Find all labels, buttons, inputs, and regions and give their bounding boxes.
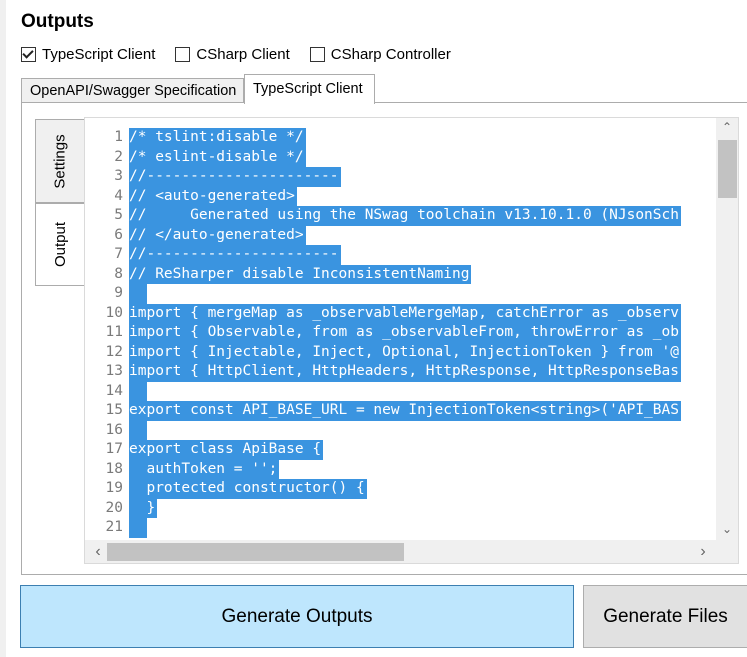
code-line[interactable]: [129, 284, 716, 304]
vertical-scrollbar[interactable]: ⌃ ⌄: [716, 118, 738, 540]
line-number: 17: [105, 441, 123, 457]
selected-code-text: import { Injectable, Inject, Optional, I…: [129, 342, 681, 362]
side-tab-settings[interactable]: Settings: [35, 119, 85, 203]
selected-code-text: import { HttpClient, HttpHeaders, HttpRe…: [129, 362, 681, 382]
line-number: 3: [114, 168, 123, 184]
side-tab-label: Settings: [52, 133, 70, 189]
line-number: 1: [114, 129, 123, 145]
code-line[interactable]: export const API_BASE_URL = new Injectio…: [129, 401, 716, 421]
outputs-heading: Outputs: [21, 11, 94, 32]
typescript-client-checkbox[interactable]: TypeScript Client: [21, 46, 155, 63]
selected-code-text: [129, 381, 147, 401]
code-line[interactable]: // <auto-generated>: [129, 186, 716, 206]
code-line[interactable]: //----------------------: [129, 245, 716, 265]
selected-code-text: // <auto-generated>: [129, 186, 297, 206]
side-tab-label: Output: [52, 221, 69, 268]
selected-code-text: // ReSharper disable InconsistentNaming: [129, 264, 472, 284]
scroll-right-icon[interactable]: ›: [700, 543, 706, 560]
selected-code-text: [129, 420, 147, 440]
generate-outputs-button[interactable]: Generate Outputs: [20, 585, 574, 648]
tab-openapi-specification[interactable]: OpenAPI/Swagger Specification: [21, 78, 244, 103]
code-line[interactable]: }: [129, 498, 716, 518]
line-number: 4: [114, 187, 123, 204]
selected-code-text: //----------------------: [129, 245, 341, 265]
selected-code-text: [129, 284, 147, 304]
code-line[interactable]: [129, 518, 716, 538]
checkbox-unchecked-icon[interactable]: [175, 46, 191, 62]
line-number: 8: [114, 265, 123, 282]
line-number: 6: [114, 226, 123, 243]
code-line[interactable]: //----------------------: [129, 167, 716, 187]
line-number: 15: [105, 402, 123, 418]
horizontal-scrollbar[interactable]: ‹ ›: [85, 540, 716, 563]
selected-code-text: protected constructor() {: [129, 479, 367, 499]
output-options: TypeScript Client CSharp Client CSharp C…: [21, 44, 471, 64]
line-number: 5: [114, 207, 123, 223]
code-line[interactable]: // ReSharper disable InconsistentNaming: [129, 264, 716, 284]
code-line[interactable]: protected constructor() {: [129, 479, 716, 499]
line-number: 13: [105, 363, 123, 379]
code-line[interactable]: import { Observable, from as _observable…: [129, 323, 716, 343]
line-number: 9: [114, 285, 123, 301]
selected-code-text: [129, 518, 147, 538]
checkbox-label: TypeScript Client: [42, 45, 156, 63]
code-line[interactable]: /* eslint-disable */: [129, 147, 716, 167]
line-number: 14: [105, 382, 123, 399]
selected-code-text: }: [129, 498, 158, 518]
selected-code-text: // Generated using the NSwag toolchain v…: [129, 206, 681, 226]
checkbox-label: CSharp Client: [196, 45, 290, 63]
scroll-left-icon[interactable]: ‹: [95, 543, 101, 560]
code-lines[interactable]: /* tslint:disable *//* eslint-disable */…: [129, 128, 716, 538]
checkbox-unchecked-icon[interactable]: [309, 46, 325, 62]
line-number: 16: [105, 421, 123, 438]
scroll-up-icon[interactable]: ⌃: [721, 120, 733, 134]
scroll-down-icon[interactable]: ⌄: [721, 522, 733, 536]
csharp-controller-checkbox[interactable]: CSharp Controller: [309, 45, 451, 63]
checkbox-checked-icon[interactable]: [21, 46, 36, 62]
code-line[interactable]: [129, 420, 716, 440]
selected-code-text: /* tslint:disable */: [129, 128, 306, 148]
line-number: 10: [105, 304, 123, 321]
code-line[interactable]: export class ApiBase {: [129, 440, 716, 460]
code-line[interactable]: import { Injectable, Inject, Optional, I…: [129, 342, 716, 362]
line-number: 2: [114, 148, 123, 165]
selected-code-text: import { Observable, from as _observable…: [129, 323, 681, 343]
selected-code-text: import { mergeMap as _observableMergeMap…: [129, 303, 681, 323]
selected-code-text: export const API_BASE_URL = new Injectio…: [129, 401, 681, 421]
code-line[interactable]: // Generated using the NSwag toolchain v…: [129, 206, 716, 226]
line-number: 11: [105, 324, 123, 340]
code-line[interactable]: import { mergeMap as _observableMergeMap…: [129, 303, 716, 323]
line-number: 7: [114, 246, 123, 262]
line-number: 21: [105, 519, 123, 535]
code-line[interactable]: authToken = '';: [129, 459, 716, 479]
side-tab-output[interactable]: Output: [35, 203, 85, 286]
code-line[interactable]: // </auto-generated>: [129, 225, 716, 245]
tab-typescript-client[interactable]: TypeScript Client: [244, 74, 375, 104]
line-number: 18: [105, 460, 123, 477]
code-line[interactable]: /* tslint:disable */: [129, 128, 716, 148]
vertical-scroll-thumb[interactable]: [718, 140, 737, 198]
csharp-client-checkbox[interactable]: CSharp Client: [175, 45, 290, 63]
selected-code-text: // </auto-generated>: [129, 225, 306, 245]
line-number: 12: [105, 343, 123, 360]
selected-code-text: //----------------------: [129, 167, 341, 187]
code-line[interactable]: [129, 381, 716, 401]
generate-files-button[interactable]: Generate Files: [583, 585, 747, 648]
selected-code-text: export class ApiBase {: [129, 440, 324, 460]
code-line[interactable]: import { HttpClient, HttpHeaders, HttpRe…: [129, 362, 716, 382]
selected-code-text: authToken = '';: [129, 459, 280, 479]
selected-code-text: /* eslint-disable */: [129, 147, 306, 167]
horizontal-scroll-thumb[interactable]: [107, 543, 404, 561]
checkbox-label: CSharp Controller: [330, 45, 451, 63]
line-number: 20: [105, 499, 123, 516]
window-left-edge: [0, 0, 6, 657]
line-number: 19: [105, 480, 123, 496]
